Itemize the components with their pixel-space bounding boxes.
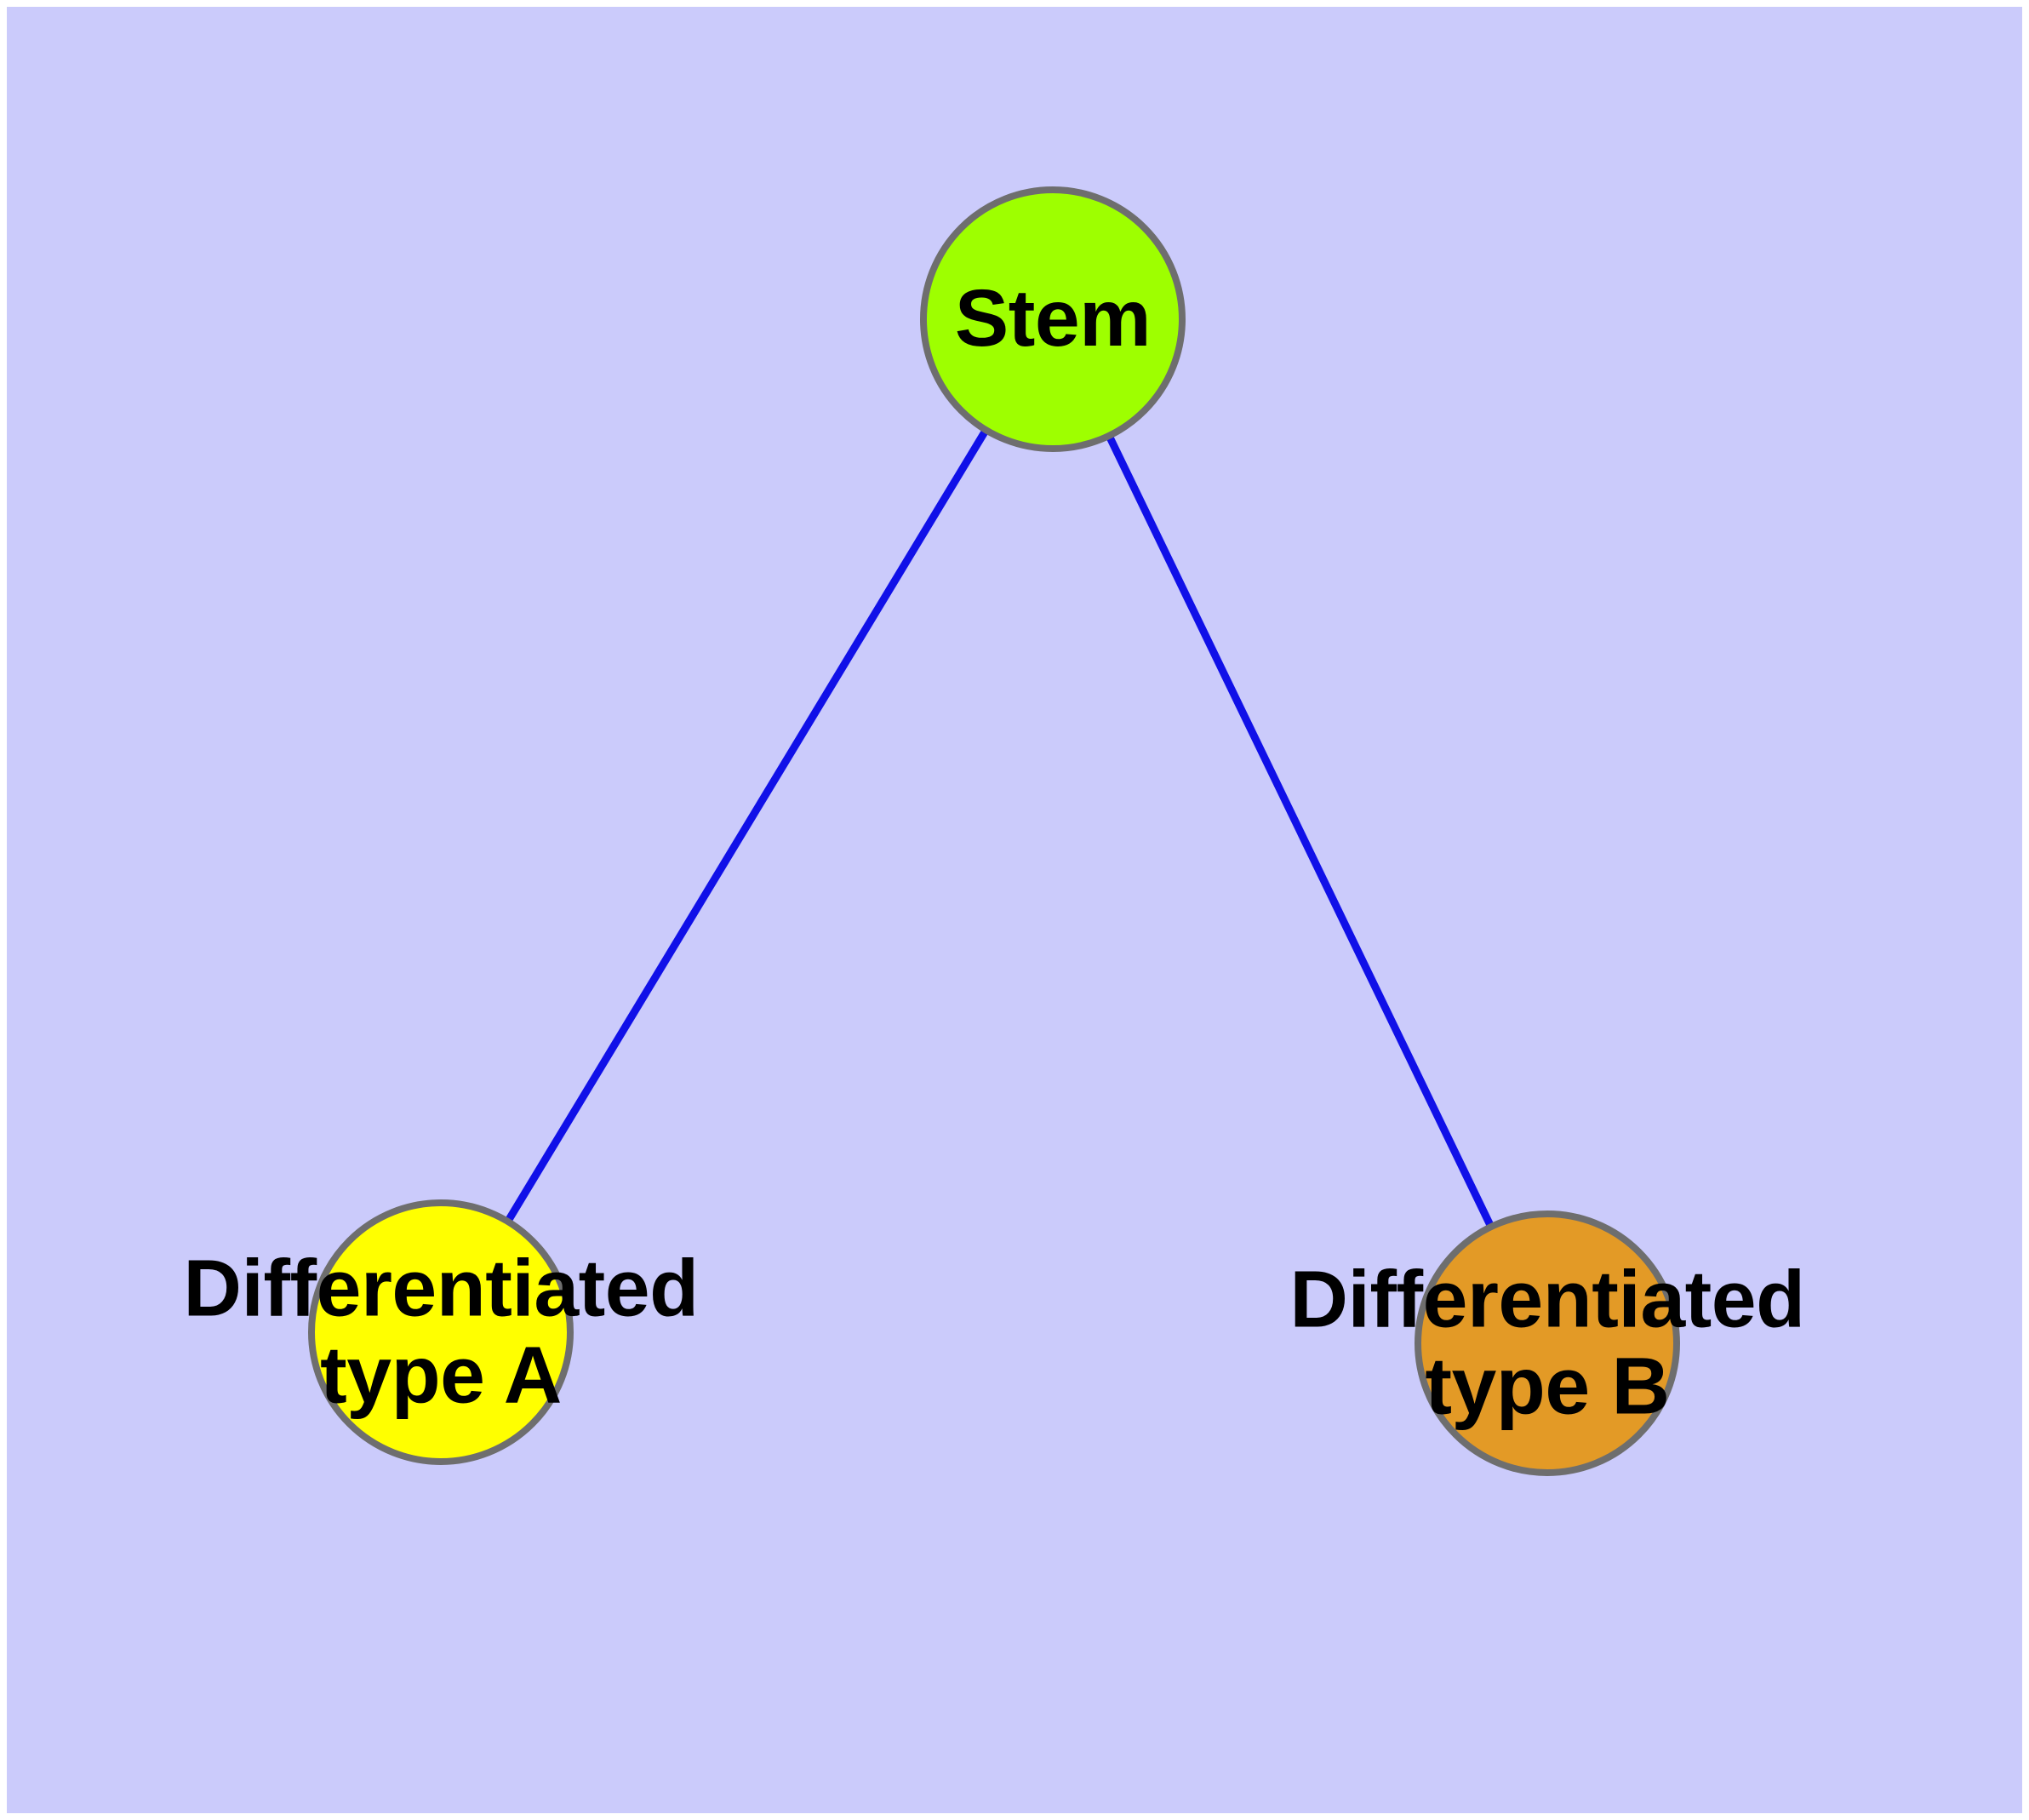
- node-differentiated-type-b[interactable]: [1415, 1210, 1680, 1476]
- edge-stem-to-diff-a[interactable]: [437, 317, 1056, 1335]
- diagram-canvas: Stem Differentiated type A Differentiate…: [7, 7, 2022, 1813]
- graph-svg: [308, 186, 1680, 1476]
- node-layer: [308, 186, 1680, 1476]
- node-stem[interactable]: [920, 186, 1186, 452]
- node-differentiated-type-a[interactable]: [308, 1199, 574, 1465]
- edge-stem-to-diff-b[interactable]: [1049, 318, 1552, 1345]
- edge-layer: [437, 317, 1552, 1345]
